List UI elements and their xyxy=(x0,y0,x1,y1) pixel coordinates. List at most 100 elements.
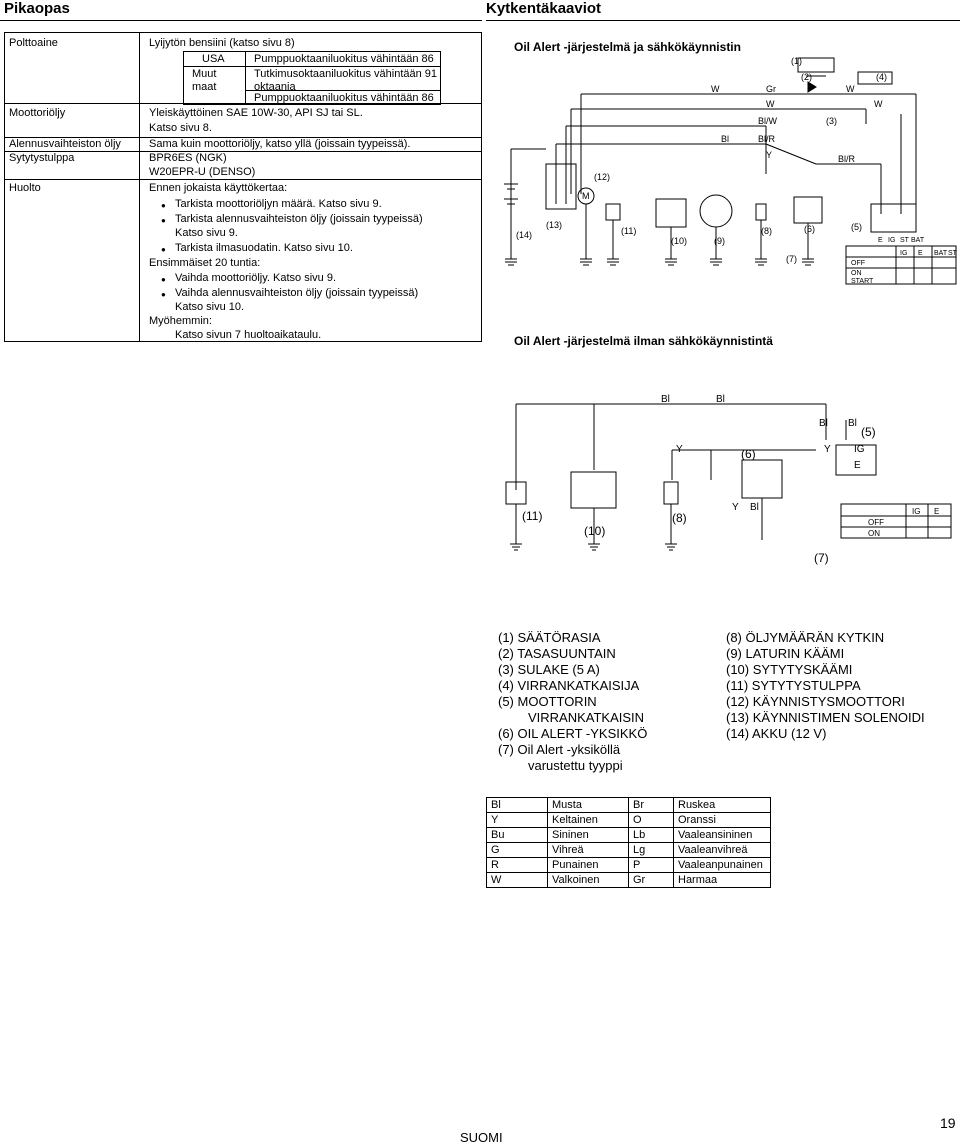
d1-label-3: (3) xyxy=(826,116,837,126)
d2-wire-bl3: Bl xyxy=(819,418,828,429)
legend-item: VIRRANKATKAISIN xyxy=(528,710,645,725)
legend-item: (2) TASASUUNTAIN xyxy=(498,646,616,661)
legend-item: varustettu tyyppi xyxy=(528,758,623,773)
engine-oil-value2: Katso sivu 8. xyxy=(149,122,212,134)
d2-label-8: (8) xyxy=(672,511,687,525)
d1-term-e: E xyxy=(878,237,883,244)
d1-term-ig: IG xyxy=(888,237,895,244)
d1-wire-bl: Bl xyxy=(721,134,729,144)
d1-label-13: (13) xyxy=(546,220,562,230)
legend-left: (1) SÄÄTÖRASIA (2) TASASUUNTAIN (3) SULA… xyxy=(498,630,647,774)
service-item-cont: Katso sivu 9. xyxy=(175,227,238,239)
d1-label-14: (14) xyxy=(516,230,532,240)
legend-item: (1) SÄÄTÖRASIA xyxy=(498,630,601,645)
d1-label-2: (2) xyxy=(801,72,812,82)
spec-table: Polttoaine Lyijytön bensiini (katso sivu… xyxy=(4,32,482,342)
d1-sw-head-bat: BAT xyxy=(934,250,948,257)
d1-label-4: (4) xyxy=(876,72,887,82)
spark-plug-label: Sytytystulppa xyxy=(9,152,75,164)
d2-term-e: E xyxy=(854,460,861,471)
fuel-value: Lyijytön bensiini (katso sivu 8) xyxy=(149,37,295,49)
footer-language: SUOMI xyxy=(460,1130,503,1145)
d1-label-9: (9) xyxy=(714,236,725,246)
d1-wire-blr: Bl/R xyxy=(758,134,776,144)
d2-wire-bl: Bl xyxy=(661,394,670,405)
page-title-right: Kytkentäkaaviot xyxy=(486,0,602,17)
service-later-value: Katso sivun 7 huoltoaikataulu. xyxy=(175,329,322,341)
d1-sw-head-ig: IG xyxy=(900,250,907,257)
fuel-usa-value: Pumppuoktaaniluokitus vähintään 86 xyxy=(254,53,434,65)
d2-label-5: (5) xyxy=(861,425,876,439)
d1-wire-blr2: Bl/R xyxy=(838,154,856,164)
d1-sw-row-off: OFF xyxy=(851,260,865,267)
d2-wire-bl2: Bl xyxy=(716,394,725,405)
fuel-label: Polttoaine xyxy=(9,37,58,49)
fuel-other: Muut maat xyxy=(192,68,217,93)
d2-term-ig: IG xyxy=(854,444,865,455)
d2-label-7: (7) xyxy=(814,551,829,565)
d1-wire-w4: W xyxy=(874,99,883,109)
d2-sw-row-off: OFF xyxy=(868,518,884,527)
gear-oil-value: Sama kuin moottoriöljy, katso yllä (jois… xyxy=(149,138,411,150)
d1-sw-head-st: ST xyxy=(948,250,958,257)
d1-label-6: (6) xyxy=(804,224,815,234)
legend-item: (14) AKKU (12 V) xyxy=(726,726,827,741)
legend-item: (8) ÖLJYMÄÄRÄN KYTKIN xyxy=(726,630,885,645)
legend-item: (6) OIL ALERT -YKSIKKÖ xyxy=(498,726,648,741)
legend-item: (13) KÄYNNISTIMEN SOLENOIDI xyxy=(726,710,925,725)
d1-wire-blw: Bl/W xyxy=(758,116,778,126)
service-item: Vaihda alennusvaihteiston öljy (joissain… xyxy=(161,287,418,301)
d2-label-6: (6) xyxy=(741,447,756,461)
fuel-subtable: USA Pumppuoktaaniluokitus vähintään 86 M… xyxy=(183,51,441,105)
d2-wire-y2: Y xyxy=(824,444,831,455)
service-item: Vaihda moottoriöljy. Katso sivu 9. xyxy=(161,272,336,286)
d1-label-12: (12) xyxy=(594,172,610,182)
fuel-usa: USA xyxy=(202,53,225,65)
service-item-cont: Katso sivu 10. xyxy=(175,301,245,313)
fuel-other-value2: Pumppuoktaaniluokitus vähintään 86 xyxy=(254,92,434,104)
legend-item: (4) VIRRANKATKAISIJA xyxy=(498,678,640,693)
d1-wire-w: W xyxy=(711,84,720,94)
spark-plug-value2: W20EPR-U (DENSO) xyxy=(149,166,256,178)
service-item: Tarkista alennusvaihteiston öljy (joissa… xyxy=(161,213,423,227)
d1-label-7: (7) xyxy=(786,254,797,264)
service-label: Huolto xyxy=(9,182,41,194)
wiring-diagram-electric-start: (1) (2) (3) (4) (5) (6) (7) (8) (9) (10)… xyxy=(504,56,958,285)
header-rule-right xyxy=(486,20,960,21)
d1-wire-gr: Gr xyxy=(766,84,776,94)
page-number: 19 xyxy=(940,1115,956,1131)
service-item: Tarkista ilmasuodatin. Katso sivu 10. xyxy=(161,242,353,256)
diagram2-title: Oil Alert -järjestelmä ilman sähkökäynni… xyxy=(514,334,773,348)
d2-label-10: (10) xyxy=(584,524,605,538)
d1-label-11: (11) xyxy=(621,226,636,236)
fuel-other-value1: Tutkimusoktaaniluokitus vähintään 91 okt… xyxy=(254,68,438,93)
d2-wire-y: Y xyxy=(676,444,683,455)
legend-item: (5) MOOTTORIN xyxy=(498,694,597,709)
service-item: Tarkista moottoriöljyn määrä. Katso sivu… xyxy=(161,198,382,212)
service-first20: Ensimmäiset 20 tuntia: xyxy=(149,257,261,269)
wiring-diagram-no-starter: Bl Bl Bl Bl Y Y Y Bl IG E (5) (6) (7) (8… xyxy=(505,394,952,565)
engine-oil-value1: Yleiskäyttöinen SAE 10W-30, API SJ tai S… xyxy=(149,107,363,119)
d1-sw-row-start: START xyxy=(851,278,874,285)
d2-sw-row-on: ON xyxy=(868,529,880,538)
d1-label-1: (1) xyxy=(791,56,802,66)
d1-label-8: (8) xyxy=(761,226,772,236)
spark-plug-value1: BPR6ES (NGK) xyxy=(149,152,227,164)
d1-label-5: (5) xyxy=(851,222,862,232)
legend-right: (8) ÖLJYMÄÄRÄN KYTKIN (9) LATURIN KÄÄMI … xyxy=(726,630,925,742)
d1-term-st: ST xyxy=(900,237,910,244)
legend-item: (11) SYTYTYSTULPPA xyxy=(726,678,861,693)
d1-sw-row-on: ON xyxy=(851,270,862,277)
page-title-left: Pikaopas xyxy=(4,0,70,17)
d2-wire-bl5: Bl xyxy=(750,502,759,513)
d2-sw-head-e: E xyxy=(934,507,939,516)
diagram1-title: Oil Alert -järjestelmä ja sähkökäynnisti… xyxy=(514,40,741,54)
service-later: Myöhemmin: xyxy=(149,315,212,327)
legend-item: (12) KÄYNNISTYSMOOTTORI xyxy=(726,694,905,709)
